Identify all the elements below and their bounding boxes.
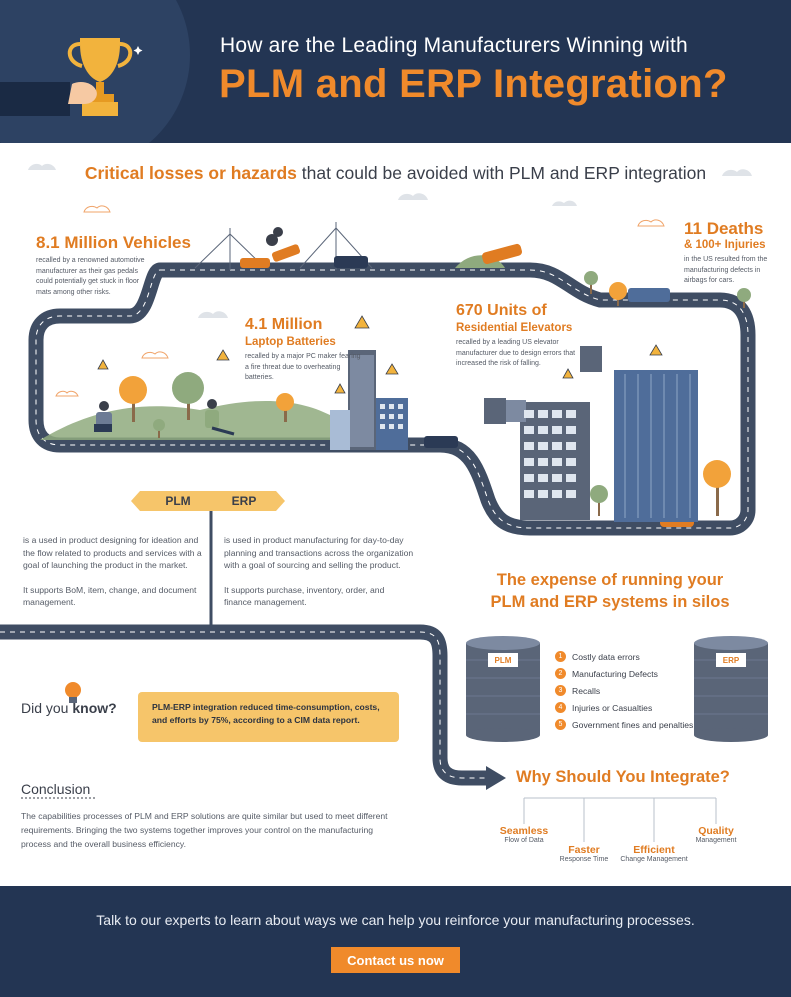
plm-paragraph-2: It supports BoM, item, change, and docum… [23,584,197,608]
why-item-sub: Flow of Data [504,837,544,844]
plm-tag: PLM [165,494,191,508]
silo-plm-label: PLM [488,653,518,667]
list-item-number: 3 [555,685,566,696]
why-item-title: Faster [568,844,600,856]
footer: Talk to our experts to learn about ways … [0,886,791,997]
list-item-label: Recalls [572,685,601,696]
expense-title-line1: The expense of running your [496,571,724,589]
why-item-sub: Response Time [559,856,609,863]
header-banner: How are the Leading Manufacturers Winnin… [0,0,791,143]
car-group-top [240,243,694,527]
did-you-know-emphasis: know? [72,700,117,716]
header-title-line2: PLM and ERP Integration? [219,62,728,106]
vehicles-desc: recalled by a renowned automotive manufa… [36,257,145,296]
vehicles-title: 8.1 Million Vehicles [36,233,191,252]
why-item-sub: Change Management [620,856,688,863]
database-icon [466,636,768,742]
expense-title: The expense of running your PLM and ERP … [470,569,750,613]
plm-erp-tag-shape [131,491,285,511]
list-item: 4 Injuries or Casualties [555,699,693,716]
footer-text: Talk to our experts to learn about ways … [96,912,695,928]
deaths-title: 11 Deaths [684,219,764,238]
conclusion-text: The capabilities processes of PLM and ER… [21,811,388,849]
list-item: 1 Costly data errors [555,648,693,665]
expense-title-line2: PLM and ERP systems in silos [490,593,730,611]
losses-heading-highlight: Critical losses or hazards [84,163,297,183]
why-item-title: Seamless [499,825,549,837]
batteries-subtitle: Laptop Batteries [245,336,336,348]
plm-description: is a used in product designing for ideat… [23,534,208,621]
why-item-title: Quality [698,825,734,837]
why-item-title: Efficient [633,844,675,856]
contact-us-button[interactable]: Contact us now [331,947,460,973]
conclusion-title: Conclusion [21,781,91,797]
why-item-efficient: Efficient Change Management [614,844,694,863]
erp-paragraph-1: is used in product manufacturing for day… [224,535,414,570]
why-title: Why Should You Integrate? [516,768,730,786]
why-item-faster: Faster Response Time [554,844,614,863]
elevators-desc: recalled by a leading US elevator manufa… [456,339,576,367]
batteries-desc: recalled by a major PC maker fearing a f… [245,353,361,381]
lightbulb-icon [65,682,81,703]
elevators-title: 670 Units of [456,302,547,319]
deaths-desc: in the US resulted from the manufacturin… [684,256,768,284]
list-item: 3 Recalls [555,682,693,699]
arm-sleeve [0,82,70,116]
list-item: 2 Manufacturing Defects [555,665,693,682]
list-item-number: 5 [555,719,566,730]
list-item-number: 1 [555,651,566,662]
elevators-subtitle: Residential Elevators [456,322,573,334]
plm-paragraph-1: is a used in product designing for ideat… [23,535,202,570]
list-item-label: Costly data errors [572,651,640,662]
warning-icon [97,315,663,394]
arrow-right-icon [486,766,506,790]
erp-description: is used in product manufacturing for day… [224,534,414,621]
why-item-seamless: Seamless Flow of Data [494,825,554,844]
list-item-label: Injuries or Casualties [572,702,653,713]
why-item-quality: Quality Management [686,825,746,844]
list-item-label: Government fines and penalties [572,719,694,730]
list-item: 5 Government fines and penalties [555,716,693,733]
losses-heading: Critical losses or hazards that could be… [0,163,791,184]
erp-tag: ERP [231,494,257,508]
batteries-title: 4.1 Million [245,316,323,333]
list-item-label: Manufacturing Defects [572,668,658,679]
did-you-know-prefix: Did you [21,700,69,716]
deaths-subtitle: & 100+ Injuries [684,239,766,251]
header-title-line1: How are the Leading Manufacturers Winnin… [220,34,688,57]
expense-list: 1 Costly data errors 2 Manufacturing Defec… [555,648,693,733]
silo-erp-label: ERP [716,653,746,667]
why-item-sub: Management [695,837,737,844]
list-item-number: 4 [555,702,566,713]
did-you-know-label: Did you know? [21,700,117,716]
list-item-number: 2 [555,668,566,679]
losses-heading-rest: that could be avoided with PLM and ERP i… [296,163,707,183]
did-you-know-fact: PLM-ERP integration reduced time-consump… [138,692,399,742]
trophy-icon [67,38,143,116]
erp-paragraph-2: It supports purchase, inventory, order, … [224,584,385,608]
